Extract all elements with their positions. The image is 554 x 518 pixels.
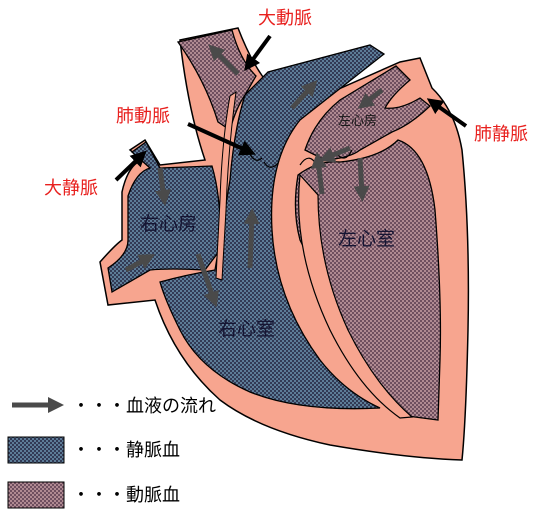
label-aorta: 大動脈 [258,8,312,29]
legend-flow-text: ・・・血液の流れ [72,396,216,417]
label-left-atrium: 左心房 [338,113,377,129]
septum-wall [298,173,414,419]
legend-arterial-swatch [7,481,65,509]
label-right-ventricle: 右心室 [218,318,275,340]
label-left-ventricle: 左心室 [338,228,395,250]
aorta-wall [215,90,237,281]
left-atrium-chamber [304,65,431,161]
label-pulmonary-vein: 肺静脈 [474,124,528,145]
aorta-vessel [176,29,257,132]
valve-flaps [247,149,353,169]
right-atrium-chamber [107,141,221,294]
label-pulmonary-artery: 肺動脈 [116,106,170,127]
legend-venous-text: ・・・静脈血 [72,440,180,461]
label-vena-cava: 大静脈 [44,178,98,199]
label-right-atrium: 右心房 [140,213,197,235]
legend-venous-swatch [7,436,65,464]
legend-arterial-text: ・・・動脈血 [72,485,180,506]
right-ventricle-chamber [159,44,386,410]
flow-arrows [124,44,384,308]
legend: ・・・血液の流れ ・・・静脈血 ・・・動脈血 [7,396,216,509]
label-pointers [114,34,468,182]
